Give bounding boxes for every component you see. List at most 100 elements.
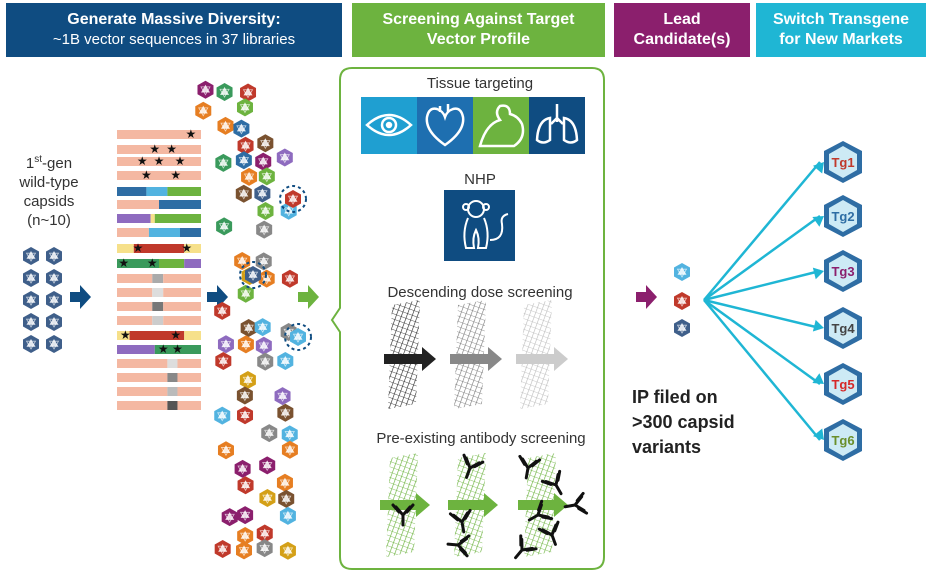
library-bar: ★★ xyxy=(117,168,201,182)
transgene-hexagon-inner xyxy=(829,368,857,400)
mutation-star-icon: ★ xyxy=(154,154,165,168)
wild-type-capsids-label: 1st-gen wild-type capsids (n~10) xyxy=(10,150,88,230)
library-bar-segment xyxy=(117,288,153,297)
capsid-variant xyxy=(214,351,232,371)
transgene-hexagon: Tg6 xyxy=(824,419,862,461)
library-bar-segment xyxy=(154,345,201,354)
library-bar xyxy=(117,288,201,297)
antibody-icon xyxy=(563,491,589,515)
tissue-targeting-label: Tissue targeting xyxy=(426,75,534,92)
arrow-to-lead xyxy=(636,285,657,309)
first-gen-suffix: -gen xyxy=(42,155,73,172)
capsid-variant xyxy=(237,284,255,304)
transgene-hexagon: Tg4 xyxy=(824,307,862,349)
header-generate-diversity: Generate Massive Diversity: ~1B vector s… xyxy=(6,3,342,57)
library-bar-segment xyxy=(117,200,159,209)
wild-type-capsid xyxy=(45,312,63,332)
library-bar xyxy=(117,401,201,410)
capsid-variant xyxy=(259,488,276,508)
wild-type-capsid xyxy=(22,334,40,354)
library-bar: ★★ xyxy=(117,241,201,255)
capsid-variant xyxy=(277,489,295,509)
library-bar-segment xyxy=(133,244,185,253)
transgene-hexagon: Tg1 xyxy=(824,141,862,183)
lung-icon xyxy=(535,104,579,144)
library-bar-segment xyxy=(117,157,201,166)
capsid-variant xyxy=(276,473,294,493)
mutation-star-icon: ★ xyxy=(133,241,144,255)
capsid-variant xyxy=(240,318,258,338)
capsid-variant xyxy=(194,101,212,121)
library-bar-segment xyxy=(184,244,201,253)
wild-type-capsid xyxy=(22,290,40,310)
nhp-tile xyxy=(444,190,515,261)
capsid-variant xyxy=(258,167,276,186)
nhp-label: NHP xyxy=(464,171,496,188)
transgene-arrowhead xyxy=(812,216,824,227)
transgene-hexagon: Tg5 xyxy=(824,363,862,405)
transgene-hexagon: Tg3 xyxy=(824,250,862,292)
library-bar-segment xyxy=(117,228,149,237)
antibody-symbols xyxy=(391,453,589,560)
transgene-label: Tg3 xyxy=(831,264,854,279)
first-gen-superscript: st xyxy=(34,154,43,165)
mutation-star-icon: ★ xyxy=(118,256,129,270)
monkey-icon xyxy=(462,200,509,249)
wild-type-capsid-grid xyxy=(22,246,63,354)
capsid-variant xyxy=(214,539,232,559)
wild-type-capsid xyxy=(45,246,63,266)
capsid-variant xyxy=(213,406,231,426)
library-bar-segment xyxy=(117,171,201,180)
wild-type-capsid xyxy=(22,312,40,332)
library-bar: ★★ xyxy=(117,142,201,156)
library-bar: ★★★ xyxy=(117,154,201,168)
transgene-arrow-line xyxy=(703,298,821,330)
library-bar-segment xyxy=(129,331,185,340)
capsid-variant xyxy=(217,116,234,136)
arrow-to-variants xyxy=(207,285,228,309)
vector-library-bars: ★★★★★★★★★★★★★★★★ xyxy=(117,127,201,410)
dose-arrow-high xyxy=(384,347,436,371)
dose-arrow-mid xyxy=(450,347,502,371)
library-bar-segment xyxy=(163,274,201,283)
lead-capsid xyxy=(673,262,691,282)
mutation-star-icon: ★ xyxy=(175,154,186,168)
dose-screening-panels xyxy=(384,300,568,409)
antibody-arrow-2 xyxy=(448,493,498,517)
library-bar-segment xyxy=(117,130,201,139)
capsid-variant xyxy=(258,455,276,475)
library-bar-segment xyxy=(177,387,201,396)
transgene-arrowhead xyxy=(812,267,824,280)
library-bar-segment xyxy=(167,373,178,382)
library-bar xyxy=(117,214,201,223)
capsid-variant xyxy=(255,220,273,239)
capsid-variant xyxy=(197,80,214,100)
header-switch-text: Switch Transgene for New Markets xyxy=(772,11,910,48)
mutation-star-icon: ★ xyxy=(158,342,169,356)
capsid-variant xyxy=(255,336,273,356)
ip-filed-text: IP filed on >300 capsid variants xyxy=(632,385,752,460)
mutation-star-icon: ★ xyxy=(186,127,197,141)
capsid-variant xyxy=(237,136,254,156)
capsid-variant xyxy=(257,201,274,221)
transgene-label: Tg5 xyxy=(831,377,854,392)
capsid-variant xyxy=(237,334,255,354)
capsid-variant xyxy=(276,351,294,371)
antibody-icon xyxy=(391,503,415,527)
library-bar-segment xyxy=(117,187,147,196)
wild-type-capsid xyxy=(22,246,40,266)
capsid-variant xyxy=(281,440,299,460)
antibody-icon xyxy=(462,453,485,479)
mutation-star-icon: ★ xyxy=(141,168,152,182)
library-bar-segment xyxy=(117,387,168,396)
antibody-icon xyxy=(518,454,542,480)
header-switch-transgene: Switch Transgene for New Markets xyxy=(756,3,926,57)
transgene-hexagon-inner xyxy=(829,255,857,287)
eye-icon xyxy=(365,113,413,137)
capsid-variant xyxy=(217,440,235,460)
capsid-variant xyxy=(256,133,274,153)
capsid-variant xyxy=(239,370,257,390)
header-generate-title: Generate Massive Diversity: xyxy=(67,11,281,28)
library-bar xyxy=(117,302,201,311)
